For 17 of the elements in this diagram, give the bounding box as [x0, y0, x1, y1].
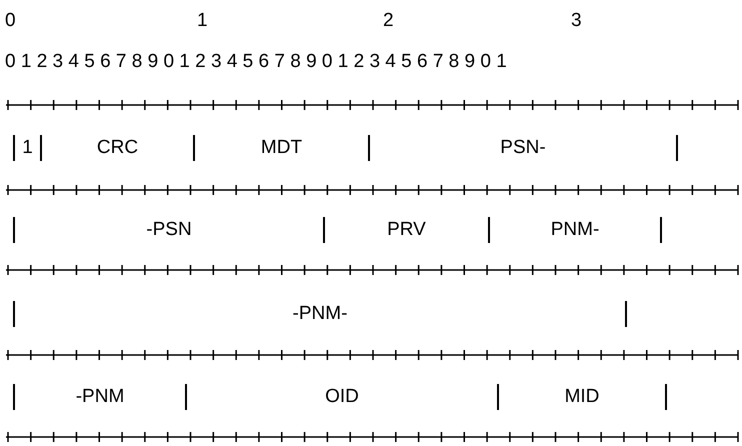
field-name: CRC [96, 137, 138, 159]
field-name: 1 [22, 137, 33, 159]
field-name: OID [325, 386, 359, 408]
bit-decade-number: 3 [571, 10, 582, 32]
field-name: MDT [260, 137, 302, 159]
field-name: PNM- [550, 219, 600, 241]
field-name: PRV [387, 219, 426, 241]
field-name: -PSN [146, 219, 192, 241]
field-name: -PNM- [292, 303, 348, 325]
bit-decade-number: 1 [197, 10, 208, 32]
bit-decade-number: 0 [5, 10, 16, 32]
field-name: PSN- [500, 137, 546, 159]
packet-field [13, 301, 627, 327]
field-name: -PNM [76, 386, 124, 408]
bit-decade-number: 2 [383, 10, 394, 32]
field-name: MID [564, 386, 600, 408]
bit-number-row: 0 1 2 3 4 5 6 7 8 9 0 1 2 3 4 5 6 7 8 9 0 1 2 3 4 5 6 7 8 9 0 1 [5, 51, 507, 73]
